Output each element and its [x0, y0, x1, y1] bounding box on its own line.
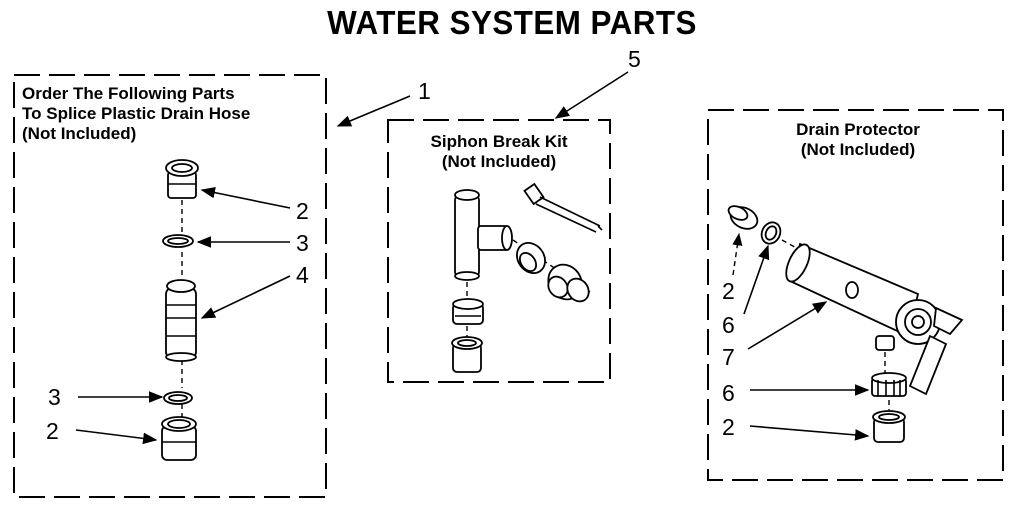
splice-heading-line-2: To Splice Plastic Drain Hose	[22, 104, 251, 123]
siphon-lower-clamp	[452, 298, 484, 325]
callout-3-top: 3	[296, 230, 309, 256]
siphon-connector	[547, 263, 590, 303]
siphon-break-illustration	[451, 71, 629, 373]
splice-heading-line-1: Order The Following Parts	[22, 84, 235, 103]
drain-protector-body	[785, 242, 964, 396]
callout-2-bottom: 2	[46, 418, 59, 444]
drain-protector-group-box	[707, 109, 1004, 481]
siphon-heading-line-2: (Not Included)	[441, 152, 557, 171]
callout-5: 5	[628, 46, 641, 72]
drain-protector-heading: Drain Protector (Not Included)	[758, 120, 958, 160]
siphon-lower-connector	[451, 336, 483, 373]
callout-r2-top: 2	[722, 278, 735, 304]
splice-parts-illustration	[75, 159, 291, 461]
clamp-part-3-bottom	[163, 391, 193, 405]
coupling-part-4	[165, 279, 197, 362]
drain-heading-line-1: Drain Protector	[796, 120, 920, 139]
drain-connector-top	[727, 205, 759, 230]
drain-heading-line-2: (Not Included)	[800, 140, 916, 159]
callout-r6-top: 6	[722, 312, 735, 338]
splice-parts-group-box	[13, 74, 327, 498]
clamp-part-3-top	[162, 234, 194, 248]
callout-r7: 7	[722, 344, 735, 370]
siphon-clamp	[516, 242, 546, 274]
callout-arrow-1	[336, 95, 411, 127]
drain-ring-bottom	[871, 372, 907, 397]
connector-part-2-bottom	[161, 416, 197, 461]
callout-r6-bottom: 6	[722, 380, 735, 406]
cable-tie	[523, 182, 603, 233]
siphon-break-heading: Siphon Break Kit (Not Included)	[398, 132, 600, 172]
splice-parts-heading: Order The Following Parts To Splice Plas…	[22, 84, 332, 144]
siphon-tee	[454, 189, 513, 281]
callout-4: 4	[296, 262, 309, 288]
callout-2-top: 2	[296, 198, 309, 224]
callout-3-bottom: 3	[48, 384, 61, 410]
siphon-heading-line-1: Siphon Break Kit	[430, 132, 568, 151]
siphon-break-kit-group-box	[387, 119, 611, 383]
connector-part-2-top	[165, 159, 199, 199]
callout-r2-bottom: 2	[722, 414, 735, 440]
splice-heading-line-3: (Not Included)	[22, 124, 137, 143]
drain-protector-illustration	[727, 205, 964, 443]
drain-ring-top	[760, 221, 782, 245]
callout-1: 1	[418, 78, 431, 104]
page-title: WATER SYSTEM PARTS	[327, 4, 697, 41]
drain-connector-bottom	[872, 410, 906, 443]
